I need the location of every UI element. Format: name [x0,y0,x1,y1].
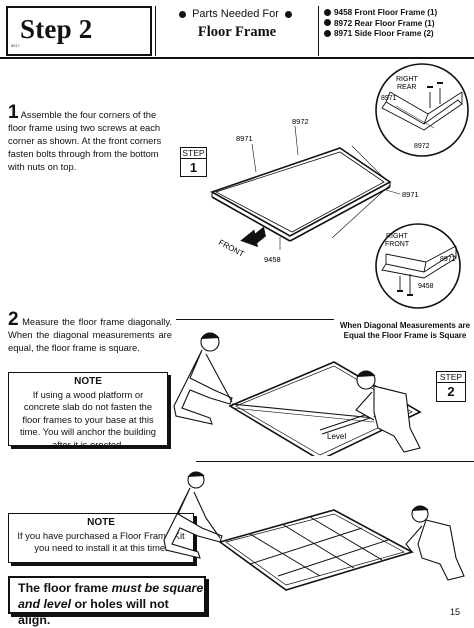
step-badge-2: STEP 2 [436,371,466,402]
detail-rear-rear-label: 8972 [414,143,430,150]
parts-list-item-text: 8971 Side Floor Frame (2) [334,29,434,39]
detail-front-side-label: 8971 [440,256,456,263]
frame-outline [228,361,422,456]
note-text: If you have purchased a Floor Frame Kit … [17,529,185,554]
label-level: Level [327,432,346,441]
front-arrow-icon [240,226,266,248]
step-badge-label: STEP [181,148,206,159]
label-side-frame-right: 8971 [402,190,419,199]
measure-diagonal-illustration: Level [173,332,422,456]
instruction-step-1: 1 Assemble the four corners of the floor… [8,103,176,173]
instruction-text: Assemble the four corners of the floor f… [8,109,162,172]
bullet-icon [324,19,331,27]
diagonal-caption: When Diagonal Measurements are Equal the… [339,321,471,340]
label-front-frame: 9458 [264,255,281,264]
parts-list-item: 8971 Side Floor Frame (2) [324,29,437,40]
parts-list: 9458 Front Floor Frame (1) 8972 Rear Flo… [324,8,437,40]
header-rule [0,57,474,59]
detail-front-front-label: 9458 [418,283,434,290]
person-left-icon [173,332,233,425]
detail-rear-title-2: REAR [397,84,416,91]
parts-list-item: 9458 Front Floor Frame (1) [324,8,437,19]
section2-rule-bottom [196,461,474,462]
parts-heading: Parts Needed For [160,8,314,20]
step-number: 1 [8,102,19,123]
page-number: 15 [449,607,460,617]
warning-text-part1: The floor frame [18,581,112,595]
floor-frame-diagram: 8972 8971 8971 9458 FRONT RIGHT REAR 897… [210,63,469,309]
step-badge-value: 2 [447,384,455,399]
label-side-frame-left: 8971 [236,134,253,143]
detail-front-title-1: RIGHT [386,233,409,240]
detail-rear-title-1: RIGHT [396,76,419,83]
step-title-box [6,6,152,56]
instruction-text: Measure the floor frame diagonally. When… [8,316,172,353]
detail-rear-side-label: 8971 [381,95,397,102]
step-badge-1: STEP 1 [180,147,207,177]
document-code: 8817 [11,43,20,48]
parts-list-item-text: 9458 Front Floor Frame (1) [334,8,438,17]
note-box-2: NOTE If you have purchased a Floor Frame… [8,513,194,563]
floor-frame-outline [210,147,392,242]
parts-heading-text: Parts Needed For [192,8,279,20]
person-left-icon [163,471,223,559]
step-badge-label: STEP [437,372,465,383]
instruction-step-2: 2 Measure the floor frame diagonally. Wh… [8,310,172,354]
note-box-1: NOTE If using a wood platform or concret… [8,372,168,450]
parts-list-item-text: 8972 Rear Floor Frame (1) [334,18,435,28]
warning-box: The floor frame must be square and level… [8,576,206,627]
warning-text-emph: must be square and level [18,581,204,611]
step-title: Step 2 [20,14,93,44]
note-text: If using a wood platform or concrete sla… [19,388,157,450]
header-divider-right [318,6,319,56]
parts-list-item: 8972 Rear Floor Frame (1) [324,19,437,30]
detail-right-front: RIGHT FRONT 8971 9458 [375,223,461,309]
bullet-icon [324,29,331,37]
detail-right-rear: RIGHT REAR 8971 8972 [375,63,469,157]
frame-kit-grid [218,509,415,591]
section2-rule-top [176,319,334,320]
step-number: 2 [8,309,19,330]
label-rear-frame: 8972 [292,117,309,126]
detail-front-title-2: FRONT [385,241,410,248]
person-right-icon [355,370,421,453]
header-divider-left [155,6,156,56]
note-title: NOTE [87,517,115,528]
parts-subheading: Floor Frame [197,24,277,40]
bullet-icon [284,10,292,18]
person-right-icon [405,505,465,581]
floor-frame-kit-illustration [163,471,465,591]
step-badge-value: 1 [189,160,198,175]
note-title: NOTE [74,376,102,387]
bullet-icon [324,8,331,16]
bullet-icon [179,10,187,18]
